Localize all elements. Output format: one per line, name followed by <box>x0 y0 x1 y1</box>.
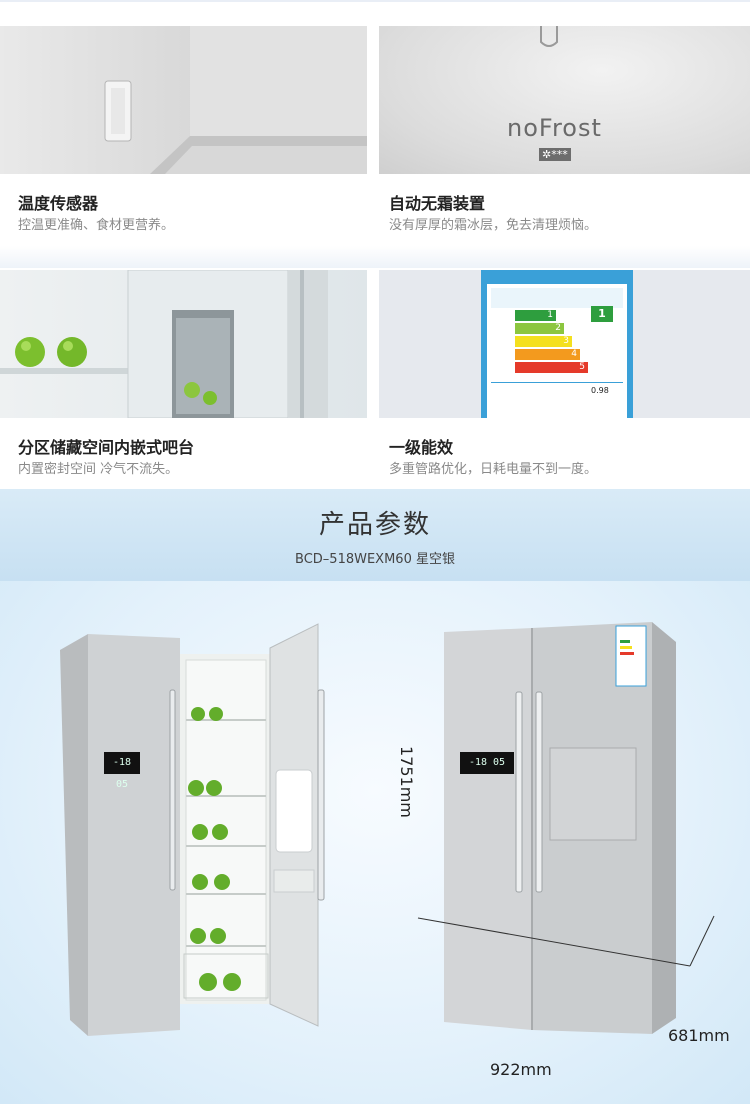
feature-title: 分区储藏空间内嵌式吧台 <box>18 438 195 457</box>
feature-desc: 控温更准确、食材更营养。 <box>18 218 175 233</box>
open-fridge-illustration <box>60 623 325 1036</box>
dimension-lines <box>417 915 715 967</box>
grade-bar-4: 4 <box>515 349 580 360</box>
closed-fridge-illustration <box>444 622 676 1034</box>
depth-dimension: 681mm <box>668 1026 730 1045</box>
nofrost-image: noFrost ✲*** <box>379 26 750 174</box>
label-rule <box>491 382 623 383</box>
grade-indicator: 1 <box>591 306 613 322</box>
feature-desc: 没有厚厚的霜冰层，免去清理烦恼。 <box>389 218 598 233</box>
feature-title: 温度传感器 <box>18 194 99 213</box>
feature-desc: 内置密封空间 冷气不流失。 <box>18 462 179 477</box>
display-panel: -18 05 <box>460 752 514 774</box>
grade-bar-2: 2 <box>515 323 564 334</box>
feature-title: 一级能效 <box>389 438 454 457</box>
grade-bar-1: 1 <box>515 310 556 321</box>
feature-title: 自动无霜装置 <box>389 194 486 213</box>
storage-bar-image <box>0 270 367 418</box>
section-divider <box>0 246 750 268</box>
params-model: BCD–518WEXM60 星空银 <box>295 552 455 567</box>
params-header-band <box>0 489 750 581</box>
display-panel: -18 05 <box>104 752 140 790</box>
top-band <box>0 0 750 2</box>
nofrost-badge: noFrost <box>507 114 602 142</box>
grade-bar-5: 5 <box>515 362 588 373</box>
energy-label-image: 1 2 3 4 5 1 0.98 <box>379 270 750 418</box>
label-info-block <box>491 288 623 308</box>
params-title: 产品参数 <box>318 510 431 540</box>
height-dimension: 1751mm <box>397 746 416 818</box>
grade-bar-3: 3 <box>515 336 572 347</box>
label-header-bar <box>487 270 627 284</box>
freezer-star-rating: ✲*** <box>539 148 571 161</box>
temperature-sensor-image <box>0 26 367 174</box>
feature-desc: 多重管路优化，日耗电量不到一度。 <box>389 462 598 477</box>
energy-value: 0.98 <box>591 386 609 395</box>
width-dimension: 922mm <box>490 1060 552 1079</box>
energy-label: 1 2 3 4 5 1 0.98 <box>481 270 633 418</box>
